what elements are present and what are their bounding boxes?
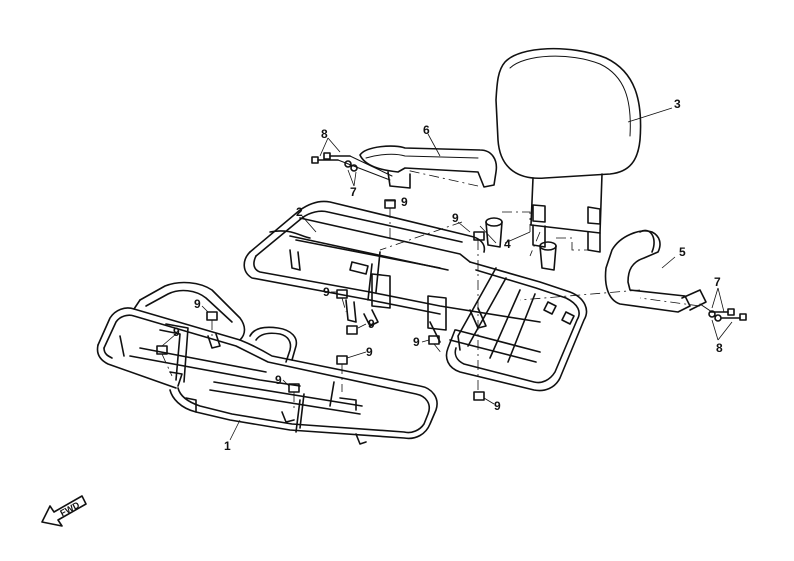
- label-part-4: 4: [504, 237, 511, 251]
- rear-rack-frame: [243, 200, 588, 392]
- label-part-6: 6: [423, 123, 430, 137]
- label-part-8-right: 8: [716, 341, 723, 355]
- label-part-9: 9: [194, 297, 201, 311]
- label-part-9: 9: [275, 373, 282, 387]
- assembly-lines: [379, 169, 701, 307]
- label-part-1: 1: [224, 439, 231, 453]
- part-labels: 1 2 3 4 5 6 7 7 8 8 9 9 9 9 9 9 9 9 9 9: [173, 97, 723, 453]
- label-part-2: 2: [296, 205, 303, 219]
- label-part-9: 9: [368, 317, 375, 331]
- fasteners: [156, 152, 747, 410]
- label-part-8-left: 8: [321, 127, 328, 141]
- label-part-9: 9: [323, 285, 330, 299]
- label-part-3: 3: [674, 97, 681, 111]
- label-part-9: 9: [401, 195, 408, 209]
- backrest-cushion: [495, 47, 642, 253]
- label-part-9: 9: [494, 399, 501, 413]
- leader-lines: [161, 107, 733, 441]
- label-part-9: 9: [366, 345, 373, 359]
- label-part-9: 9: [173, 325, 180, 339]
- forward-arrow-icon: FWD: [41, 495, 87, 527]
- label-part-7-right: 7: [714, 275, 721, 289]
- label-part-7-left: 7: [350, 185, 357, 199]
- label-part-9: 9: [413, 335, 420, 349]
- front-rack-frame: [96, 281, 438, 445]
- label-part-9: 9: [452, 211, 459, 225]
- forward-label: FWD: [58, 500, 81, 519]
- left-armrest: [359, 145, 498, 189]
- label-part-5: 5: [679, 245, 686, 259]
